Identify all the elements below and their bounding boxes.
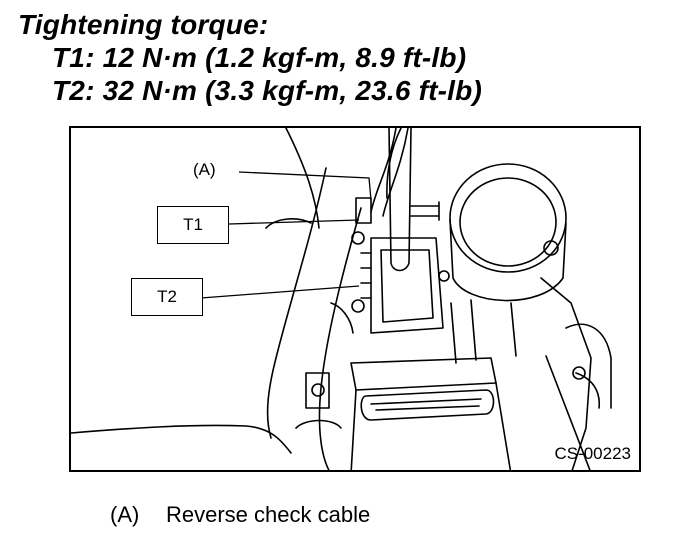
leader-t2 xyxy=(200,285,360,299)
callout-t2: T2 xyxy=(131,278,203,316)
vertical-pipe xyxy=(388,128,412,272)
legend-ref: (A) xyxy=(110,502,140,527)
torque-title: Tightening torque: xyxy=(18,9,269,40)
mount-block xyxy=(370,237,444,334)
crossmember xyxy=(350,357,497,391)
leader-a xyxy=(238,171,372,201)
technical-illustration: (A) T1 T2 CS-00223 xyxy=(69,126,641,472)
figure-code: CS-00223 xyxy=(554,444,631,463)
cylinder-top xyxy=(449,163,567,273)
transmission-drawing xyxy=(71,128,612,470)
callout-a: (A) xyxy=(193,160,216,179)
legend-text: Reverse check cable xyxy=(166,502,371,527)
legend-caption: (A) Reverse check cable xyxy=(110,502,370,528)
torque-spec-t2: T2: 32 N·m (3.3 kgf-m, 23.6 ft-lb) xyxy=(52,75,482,106)
callout-t1: T1 xyxy=(157,206,229,244)
body-contour-inner xyxy=(318,207,362,470)
torque-heading: Tightening torque: T1: 12 N·m (1.2 kgf-m… xyxy=(18,8,482,107)
leader-t1 xyxy=(228,219,360,225)
t1-bracket xyxy=(355,197,372,224)
body-contour-left xyxy=(266,167,327,439)
t2-bolt-threads xyxy=(360,252,372,299)
body-contour-lower xyxy=(71,424,292,454)
reverse-check-cable xyxy=(370,128,397,213)
torque-spec-t1: T1: 12 N·m (1.2 kgf-m, 8.9 ft-lb) xyxy=(52,42,467,73)
